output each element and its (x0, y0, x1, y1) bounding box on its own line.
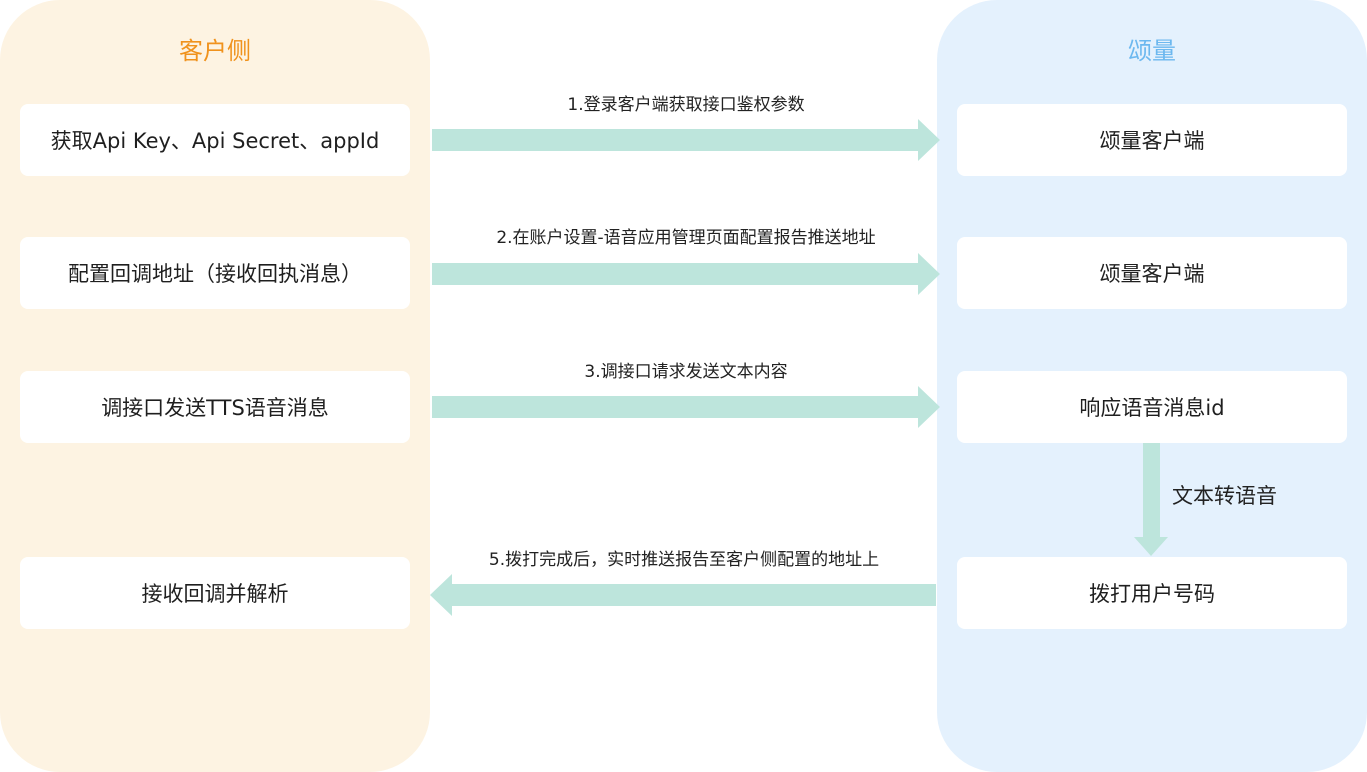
edge-label-4: 文本转语音 (1172, 484, 1277, 508)
edge-label-1: 1.登录客户端获取接口鉴权参数 (567, 95, 805, 115)
edge-label-5: 5.拨打完成后，实时推送报告至客户侧配置的地址上 (488, 550, 880, 570)
vendor-step-dial-user: 拨打用户号码 (957, 557, 1347, 629)
client-step-get-credentials: 获取Api Key、Api Secret、appId (20, 104, 410, 176)
vendor-step-client-1: 颂量客户端 (957, 104, 1347, 176)
vendor-step-client-2: 颂量客户端 (957, 237, 1347, 309)
edge-label-3: 3.调接口请求发送文本内容 (584, 362, 788, 382)
edge-label-2: 2.在账户设置-语音应用管理页面配置报告推送地址 (496, 228, 876, 248)
client-step-send-tts: 调接口发送TTS语音消息 (20, 371, 410, 443)
arrow-right-1 (432, 119, 940, 161)
vendor-step-response-id: 响应语音消息id (957, 371, 1347, 443)
client-step-configure-callback: 配置回调地址（接收回执消息） (20, 237, 410, 309)
client-side-title: 客户侧 (179, 37, 251, 65)
arrow-right-2 (432, 253, 940, 295)
client-step-receive-callback: 接收回调并解析 (20, 557, 410, 629)
arrow-down (1134, 443, 1168, 556)
vendor-side-title: 颂量 (1128, 37, 1176, 65)
arrow-right-3 (432, 386, 940, 428)
arrow-left (430, 574, 936, 616)
